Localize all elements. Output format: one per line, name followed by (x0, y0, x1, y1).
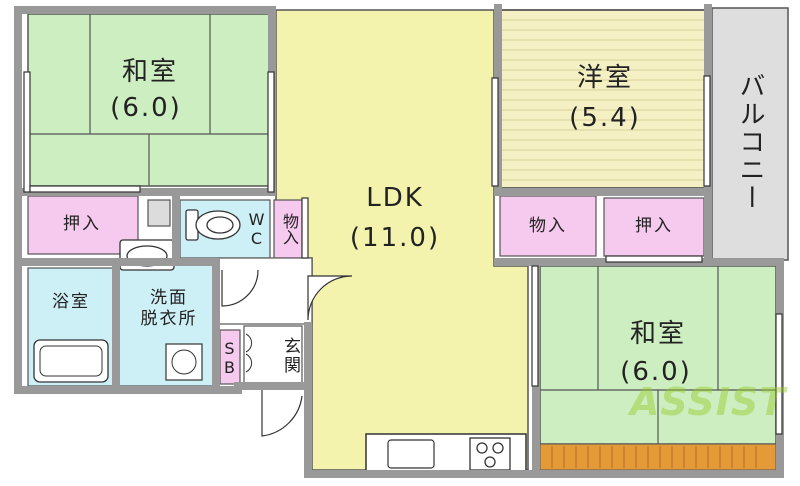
balcony-label: バルコニー (735, 72, 765, 212)
monoire-yoshitsu-label: 物入 (529, 216, 567, 236)
ldk-size: (11.0) (349, 223, 441, 253)
washitsu-right-size: (6.0) (620, 357, 692, 387)
toilet-icon (185, 209, 241, 241)
wc-label: WC (247, 210, 266, 248)
yoshitsu-size: (5.4) (569, 103, 641, 133)
yoshitsu-flooring-lines (500, 19, 706, 181)
washing-machine-icon (165, 343, 203, 381)
oshiire-right-label: 押入 (635, 216, 673, 236)
walls (14, 4, 784, 478)
watermark-logo: ASSIST (630, 380, 787, 424)
shaft-box (147, 199, 171, 227)
senmen-label: 洗面 脱衣所 (140, 288, 198, 330)
monoire-wc-label: 物入 (280, 213, 299, 245)
washitsu-left-name: 和室 (121, 57, 178, 87)
washitsu-right-name: 和室 (629, 319, 686, 349)
doors (23, 71, 783, 437)
oshiire-right-floor (603, 197, 705, 257)
floor-strip (539, 443, 777, 471)
bathtub-icon (33, 339, 109, 383)
yoshitsu-name: 洋室 (576, 63, 633, 93)
genkan-label: 玄関 (280, 337, 300, 375)
tatami-lines-right (540, 266, 776, 444)
ldk-name: LDK (366, 183, 424, 213)
monoire-yoshitsu-floor (499, 195, 597, 257)
bath-label: 浴室 (52, 292, 90, 312)
sb-label: SB (220, 339, 239, 377)
oshiire-left-label: 押入 (63, 214, 101, 234)
yoshitsu-floor (499, 9, 707, 189)
sink-icon (387, 439, 435, 469)
washitsu-left-size: (6.0) (110, 93, 182, 123)
